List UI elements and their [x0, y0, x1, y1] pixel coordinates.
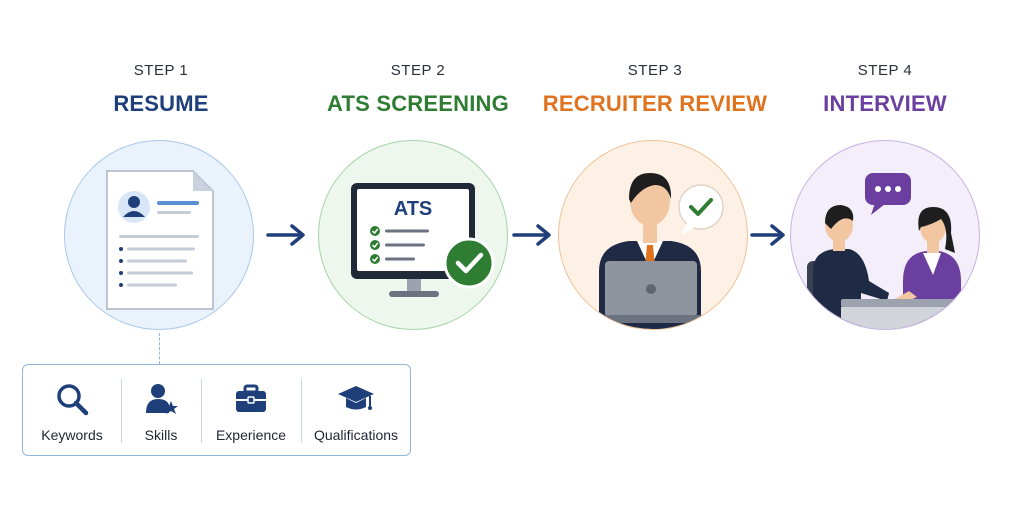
step-3: STEP 3 RECRUITER REVIEW — [540, 62, 770, 117]
interview-scene-icon — [807, 173, 971, 329]
person-star-icon — [146, 384, 178, 414]
divider — [301, 379, 302, 443]
resume-circle — [64, 140, 254, 330]
connector-line — [159, 333, 160, 364]
step-2-title: ATS SCREENING — [327, 91, 509, 116]
criterion-keywords: Keywords — [23, 365, 121, 457]
criterion-label: Keywords — [41, 427, 103, 443]
criterion-skills: Skills — [122, 365, 200, 457]
step-1-label: STEP 1 — [133, 62, 189, 79]
ats-screen-label: ATS — [394, 198, 433, 220]
briefcase-icon — [236, 384, 266, 412]
divider — [201, 379, 202, 443]
step-3-label: STEP 3 — [627, 62, 683, 79]
step-2: STEP 2 ATS SCREENING — [303, 62, 533, 117]
arrow-right-icon — [266, 224, 305, 246]
step-3-title: RECRUITER REVIEW — [542, 91, 768, 116]
criterion-experience: Experience — [202, 365, 300, 457]
graduation-cap-icon — [338, 386, 374, 410]
ats-circle: ATS — [318, 140, 508, 330]
criterion-label: Qualifications — [313, 427, 399, 443]
divider — [121, 379, 122, 443]
recruiter-laptop-icon — [595, 173, 724, 329]
interview-circle — [790, 140, 980, 330]
arrow-right-icon — [750, 224, 785, 246]
resume-document-icon — [106, 170, 214, 310]
resume-criteria-box: Keywords Skills Experience Qualification… — [22, 364, 411, 456]
ats-monitor-icon: ATS — [351, 183, 495, 297]
recruiter-circle — [558, 140, 748, 330]
step-4-label: STEP 4 — [857, 62, 913, 79]
step-1-title: RESUME — [113, 91, 209, 116]
step-1: STEP 1 RESUME — [46, 62, 276, 117]
step-2-label: STEP 2 — [390, 62, 446, 79]
criterion-label: Experience — [215, 427, 287, 443]
criterion-qualifications: Qualifications — [302, 365, 410, 457]
arrow-right-icon — [512, 224, 551, 246]
step-4: STEP 4 INTERVIEW — [770, 62, 1000, 117]
criterion-label: Skills — [144, 427, 178, 443]
magnifier-icon — [57, 384, 89, 416]
step-4-title: INTERVIEW — [823, 91, 947, 116]
